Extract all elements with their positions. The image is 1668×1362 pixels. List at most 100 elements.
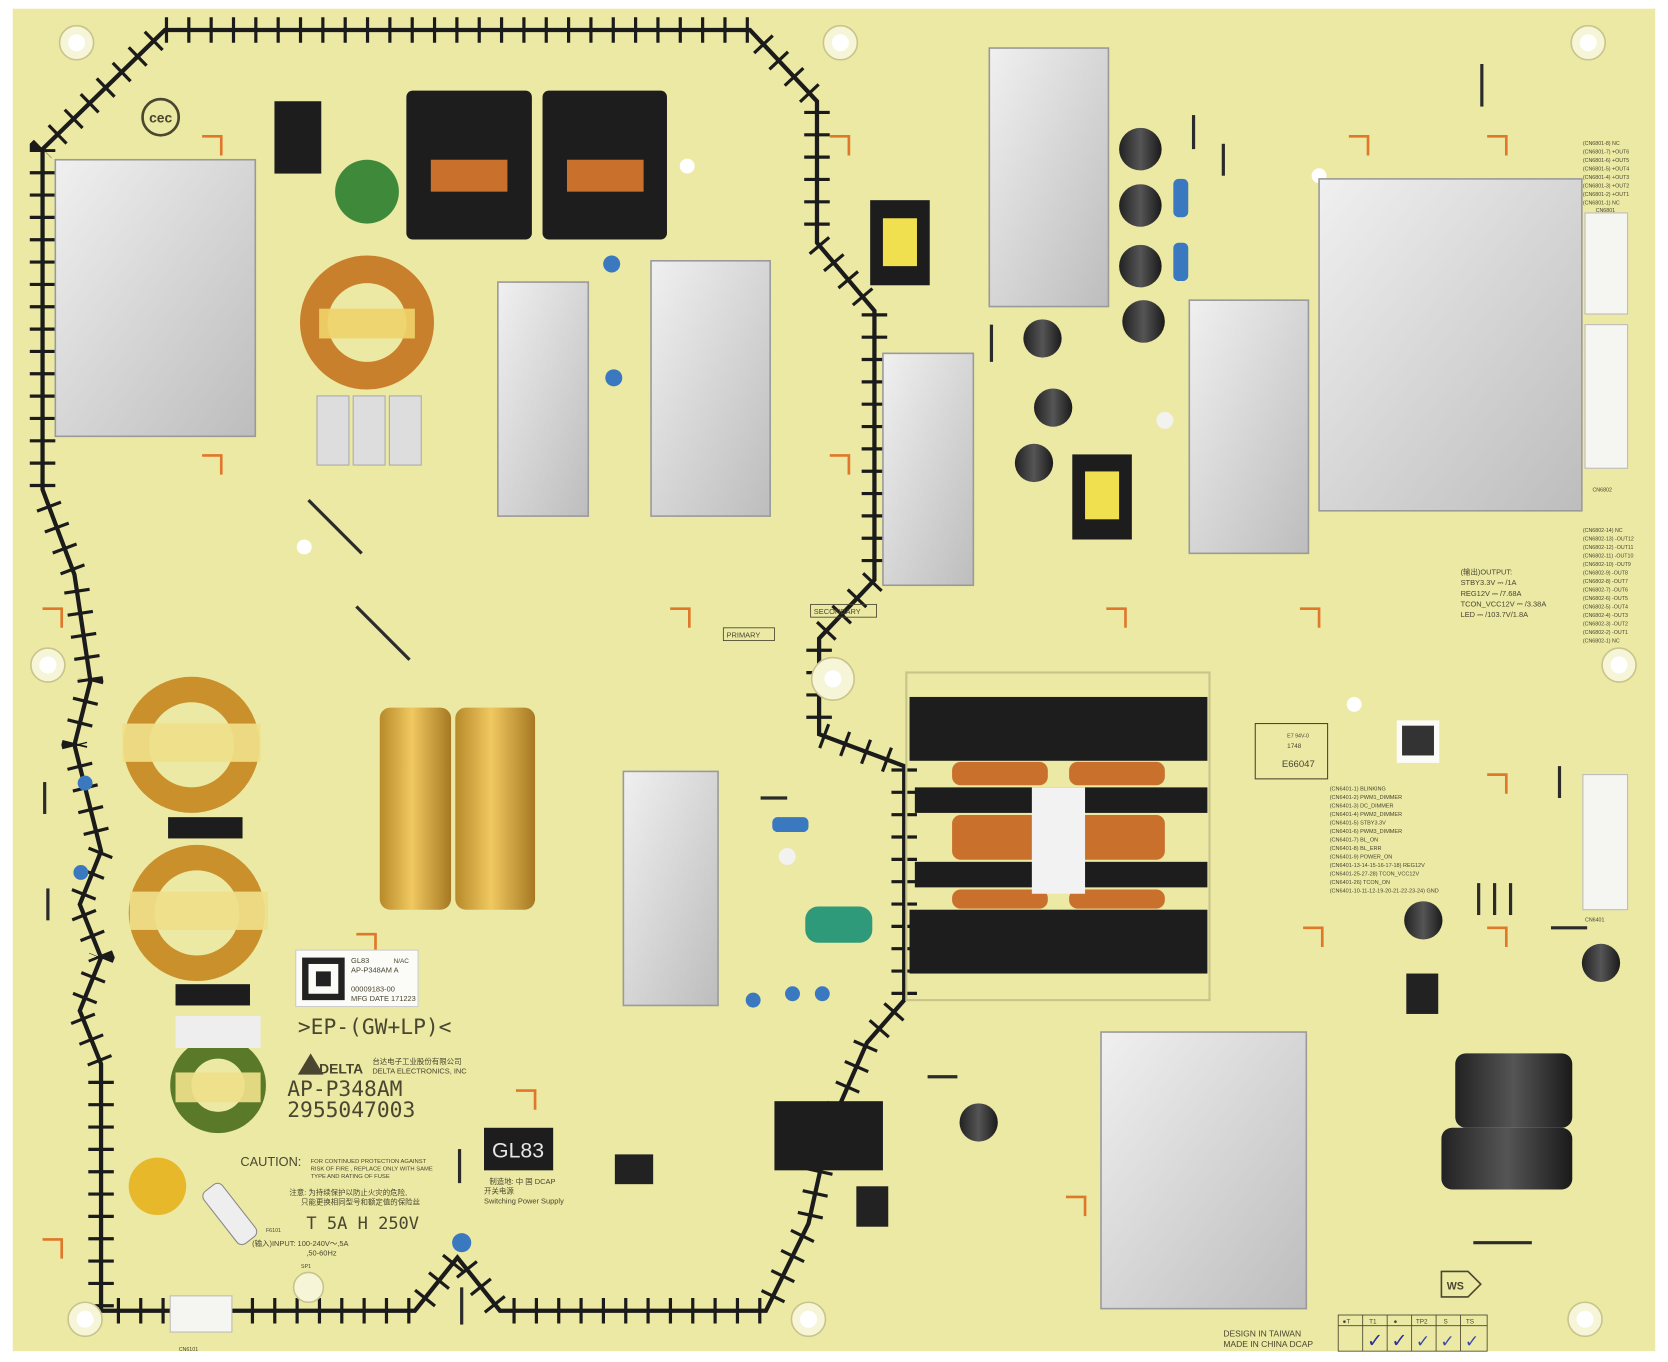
- design-origin: DESIGN IN TAIWAN: [1223, 1328, 1301, 1338]
- ep-marking: >EP-(GW+LP)<: [298, 1015, 452, 1040]
- made-in: MADE IN CHINA DCAP: [1223, 1339, 1313, 1349]
- output-led: LED ⎓ /103.7V/1.8A: [1461, 610, 1529, 619]
- cn6801-pinout: (CN6801-8) NC (CN6801-7) +OUT6 (CN6801-6…: [1583, 141, 1629, 207]
- qc-check-table: ●T T1 ● TP2 S TS ✓ ✓ ✓ ✓ ✓: [1337, 1314, 1488, 1352]
- brand-name: DELTA: [319, 1061, 363, 1077]
- qc-header: T1: [1369, 1319, 1377, 1326]
- cn6802-pin: (CN6802-8) -OUT7: [1583, 579, 1628, 585]
- cn6802-pin: (CN6802-7) -OUT6: [1583, 588, 1628, 594]
- cn6802-pin: (CN6802-3) -OUT2: [1583, 622, 1628, 628]
- cn6802-pin: (CN6802-4) -OUT3: [1583, 613, 1628, 619]
- cn6401-pin: (CN6401-1) BLINKING: [1330, 787, 1386, 793]
- caution-en-1: FOR CONTINUED PROTECTION AGAINST: [311, 1159, 427, 1165]
- heatsink-1: [497, 281, 590, 517]
- qc-header: ●T: [1342, 1319, 1350, 1326]
- input-rating-1: (输入)INPUT: 100-240V～,5A: [252, 1238, 348, 1248]
- cn6401-pin: (CN6401-13-14-15-16-17-18) REG12V: [1330, 863, 1425, 869]
- caution-cn-2: 只能更换相同型号和额定值的保险丝: [301, 1196, 421, 1206]
- cn6802-ref: CN6802: [1592, 488, 1611, 494]
- cn6401-pin: (CN6401-9) POWER_ON: [1330, 855, 1393, 861]
- cn6802-pin: (CN6802-13) -OUT12: [1583, 537, 1634, 543]
- heatsink-2: [650, 260, 771, 517]
- cn6401-pin: (CN6401-5) STBY3.3V: [1330, 821, 1386, 827]
- cn6401-pin: (CN6401-26) TCON_ON: [1330, 880, 1390, 886]
- cn6801-pin: (CN6801-8) NC: [1583, 141, 1620, 147]
- heatsink-top-center: [988, 47, 1110, 308]
- cn6802-pin: (CN6802-5) -OUT4: [1583, 605, 1628, 611]
- cn6401-pin: (CN6401-8) BL_ERR: [1330, 846, 1382, 852]
- model-number: AP-P348AM: [287, 1077, 402, 1102]
- caution-cn-1: 注意: 为持续保护以防止火灾的危险,: [289, 1187, 407, 1197]
- cn6801-pin: (CN6801-7) +OUT6: [1583, 149, 1629, 155]
- ul-rating: E7 94V-0: [1287, 733, 1309, 739]
- gl83-badge: [484, 1127, 554, 1171]
- heatsink-3: [882, 352, 975, 587]
- qr-sticker: [1396, 720, 1440, 763]
- cn6801-pin: (CN6801-6) +OUT5: [1583, 158, 1629, 164]
- cn6401-pinout: (CN6401-1) BLINKING (CN6401-2) PWM1_DIMM…: [1330, 787, 1439, 895]
- cn6801-ref: CN6801: [1596, 208, 1615, 214]
- heatsink-6: [1100, 1031, 1308, 1310]
- cn6401-ref: CN6401: [1585, 917, 1604, 923]
- isolation-boundary-line: [29, 17, 917, 1324]
- cec-logo-text: cec: [149, 110, 172, 126]
- input-rating-2: ,50-60Hz: [306, 1248, 336, 1257]
- cec-logo: [141, 97, 181, 137]
- output-stby: STBY3.3V ⎓ /1A: [1461, 578, 1517, 587]
- cn6401-pin: (CN6401-3) DC_DIMMER: [1330, 804, 1394, 810]
- small-components: [43, 64, 1588, 1325]
- ul-file: E66047: [1282, 759, 1315, 770]
- cn6101-ref: CN6101: [179, 1347, 198, 1353]
- heatsink-left: [54, 158, 257, 438]
- ws-arrow-icon: [1440, 1270, 1482, 1298]
- manufacture-type-cn: 开关电源: [484, 1186, 514, 1196]
- ntc-thermistor: [335, 159, 399, 224]
- label-corner: N/AC: [394, 958, 410, 965]
- delta-logo-icon: [297, 1053, 324, 1075]
- part-number: 2955047003: [287, 1098, 415, 1123]
- cn6802-pin: (CN6802-10) -OUT9: [1583, 562, 1631, 568]
- label-line4: MFG DATE 171223: [351, 994, 416, 1003]
- heatsink-4: [1188, 299, 1310, 555]
- company-name-en: DELTA ELECTRONICS, INC: [372, 1067, 467, 1076]
- output-title: (输出)OUTPUT:: [1461, 567, 1513, 577]
- qc-check-mark: ✓: [1465, 1332, 1479, 1352]
- qc-check-mark: ✓: [1367, 1329, 1383, 1352]
- cn6801-pin: (CN6801-2) +OUT1: [1583, 192, 1629, 198]
- cn6802-pin: (CN6802-11) -OUT10: [1583, 554, 1634, 560]
- cn6802-pin: (CN6802-6) -OUT5: [1583, 596, 1628, 602]
- cn6401-pin: (CN6401-7) BL_ON: [1330, 838, 1378, 844]
- qc-check-mark: ✓: [1391, 1329, 1407, 1352]
- shield-top-right: [1318, 178, 1583, 512]
- qc-check-mark: ✓: [1440, 1332, 1454, 1352]
- caution-en-2: RISK OF FIRE , REPLACE ONLY WITH SAME: [311, 1166, 433, 1172]
- cn6401-pin: (CN6401-4) PWM2_DIMMER: [1330, 812, 1402, 818]
- capacitors: [128, 127, 1621, 1216]
- main-transformer: [905, 671, 1211, 1002]
- output-tcon: TCON_VCC12V ⎓ /3.38A: [1461, 600, 1547, 609]
- cn6401-pin: (CN6401-10-11-12-19-20-21-22-23-24) GND: [1330, 889, 1439, 895]
- manufacture-place: 制造地: 中 国 DCAP: [489, 1176, 555, 1186]
- relay: [274, 101, 322, 174]
- cn6802-pin: (CN6802-1) NC: [1583, 639, 1620, 645]
- ul-mark-box: [1254, 723, 1329, 780]
- manufacture-type-en: Switching Power Supply: [484, 1196, 564, 1205]
- qc-header: TS: [1466, 1319, 1474, 1326]
- cn6401-pin: (CN6401-25-27-28) TCON_VCC12V: [1330, 872, 1420, 878]
- ws-mark: WS: [1447, 1280, 1464, 1292]
- caution-en-3: TYPE AND RATING OF FUSE: [311, 1174, 390, 1180]
- cn6802-pinout: (CN6802-14) NC (CN6802-13) -OUT12 (CN680…: [1583, 528, 1634, 645]
- sp1-ref: SP1: [301, 1264, 311, 1270]
- cn6801-pin: (CN6801-3) +OUT2: [1583, 183, 1629, 189]
- qc-header: ●: [1394, 1319, 1398, 1326]
- cn6802-pin: (CN6802-12) -OUT11: [1583, 545, 1634, 551]
- cn6801-pin: (CN6801-4) +OUT3: [1583, 175, 1629, 181]
- toroid-inductors: [122, 255, 435, 1134]
- cn6801-pin: (CN6801-5) +OUT4: [1583, 166, 1629, 172]
- connectors: [169, 212, 1629, 1333]
- company-name-cn: 台达电子工业股份有限公司: [372, 1056, 461, 1066]
- ul-code: 1748: [1287, 743, 1302, 750]
- output-spec: (输出)OUTPUT: STBY3.3V ⎓ /1A REG12V ⎓ /7.6…: [1461, 567, 1547, 620]
- cn6802-pin: (CN6802-14) NC: [1583, 528, 1623, 534]
